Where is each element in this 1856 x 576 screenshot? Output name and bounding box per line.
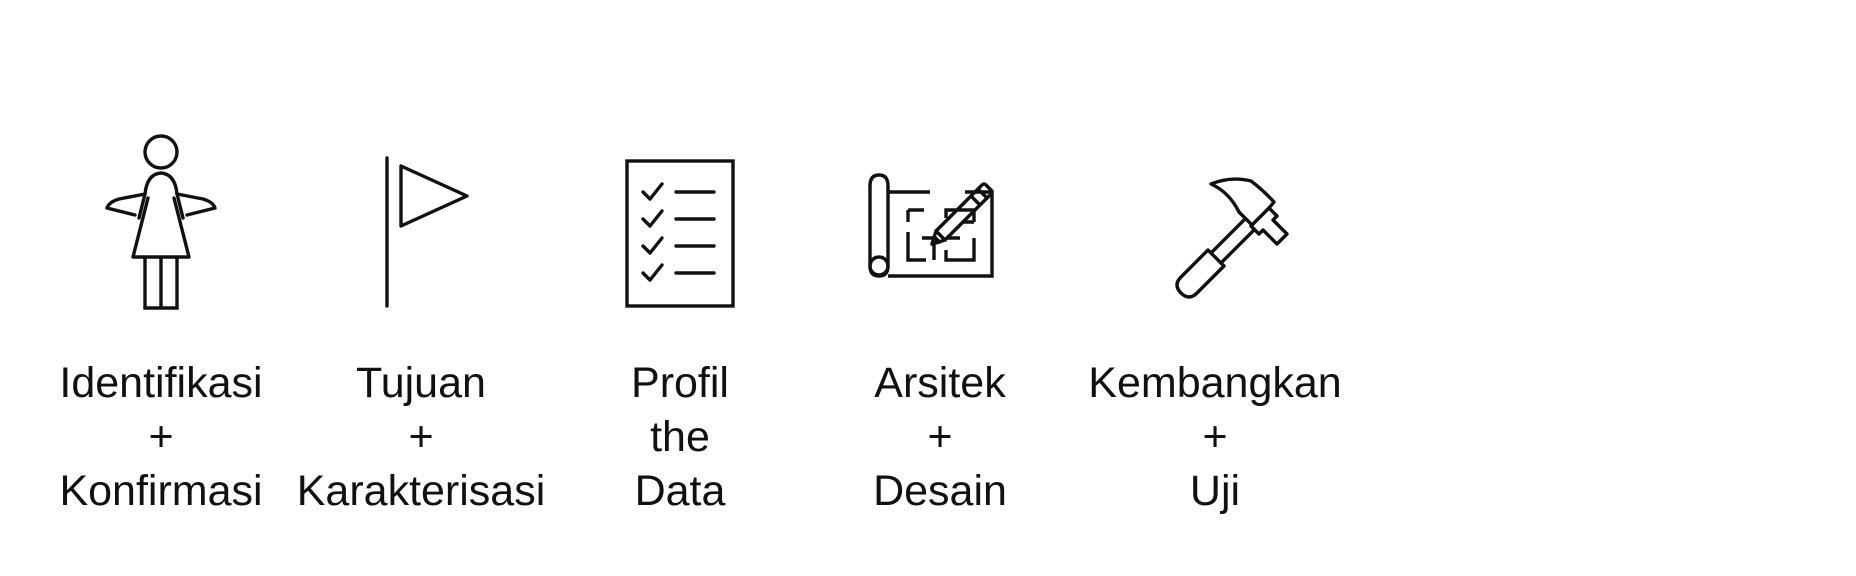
step-identify: Identifikasi + Konfirmasi [11, 0, 311, 576]
hammer-icon [1105, 126, 1325, 346]
checklist-icon [570, 126, 790, 346]
person-icon [51, 126, 271, 346]
step-label: Kembangkan + Uji [1065, 356, 1365, 518]
step-label-line3: Uji [1189, 467, 1241, 515]
step-label: Identifikasi + Konfirmasi [11, 356, 311, 518]
step-label-line2: the [650, 413, 710, 461]
step-label: Tujuan + Karakterisasi [271, 356, 571, 518]
step-profile: Profil the Data [530, 0, 830, 576]
step-label: Profil the Data [530, 356, 830, 518]
step-label-line3: Data [634, 467, 726, 515]
step-label-line1: Arsitek [874, 359, 1006, 407]
step-label-line1: Kembangkan [1088, 359, 1342, 407]
blueprint-icon [830, 126, 1050, 346]
step-label-line2: + [148, 413, 174, 461]
step-label-line2: + [408, 413, 434, 461]
step-label-line1: Tujuan [356, 359, 486, 407]
step-label-line3: Desain [873, 467, 1007, 515]
step-label-line2: + [1202, 413, 1228, 461]
step-architect: Arsitek + Desain [790, 0, 1090, 576]
step-label-line3: Karakterisasi [296, 467, 546, 515]
step-label-line3: Konfirmasi [59, 467, 263, 515]
step-label-line1: Profil [631, 359, 729, 407]
step-develop: Kembangkan + Uji [1065, 0, 1365, 576]
step-label-line1: Identifikasi [59, 359, 263, 407]
step-label: Arsitek + Desain [790, 356, 1090, 518]
flag-icon [311, 126, 531, 346]
step-label-line2: + [927, 413, 953, 461]
step-goals: Tujuan + Karakterisasi [271, 0, 571, 576]
